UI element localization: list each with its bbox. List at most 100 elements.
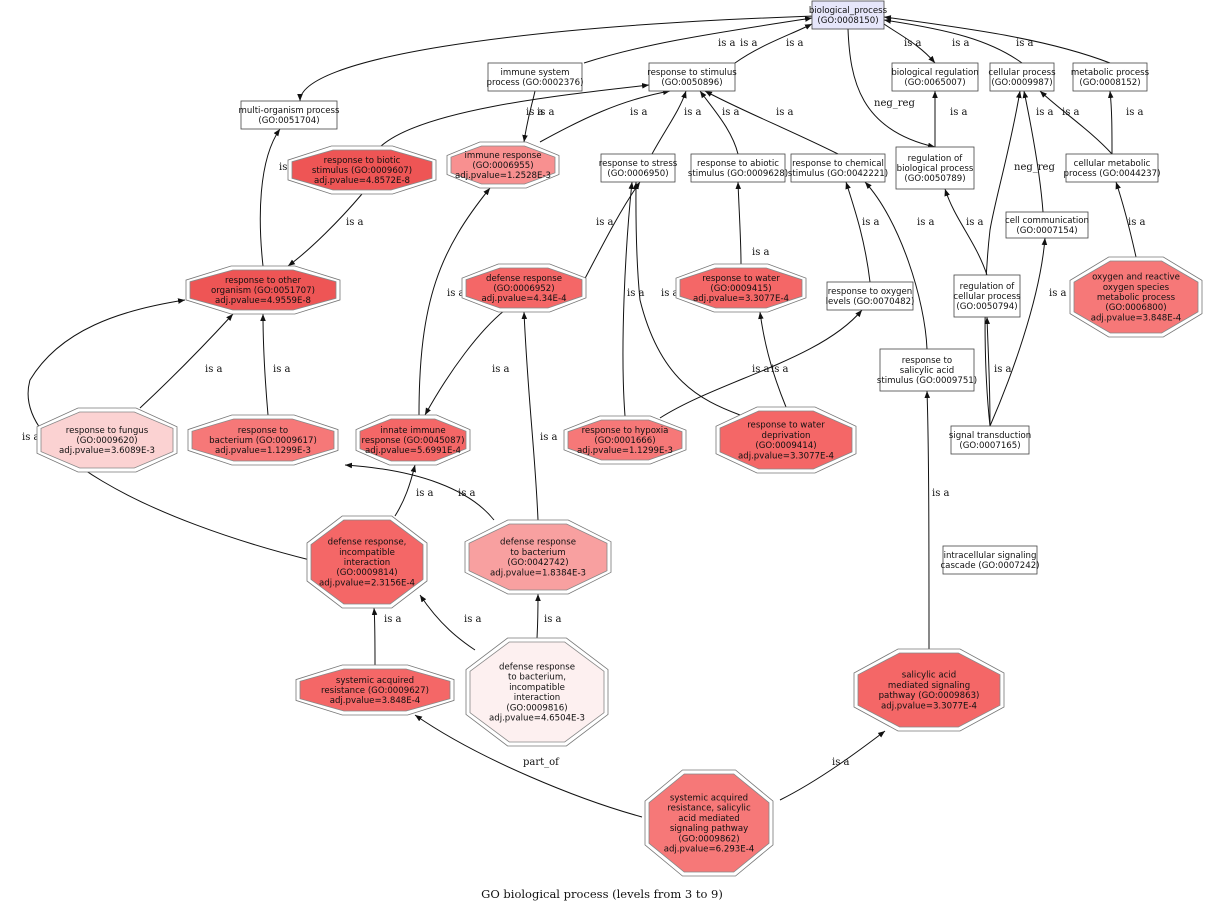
node-label-line: (GO:0008150) [817, 16, 878, 26]
node-label-line: biological_process [809, 6, 888, 16]
edge-label: is a [786, 38, 804, 49]
edge-label: is a [862, 217, 880, 228]
edge-e24: is a [944, 188, 988, 276]
edge-label: is a [740, 38, 758, 49]
node-label-line: (GO:0009816) [506, 703, 567, 713]
go-term-node-rstim[interactable]: response to stimulus(GO:0050896) [647, 62, 737, 92]
edge-e40: is a [371, 607, 402, 666]
node-label-line: innate immune [380, 426, 445, 436]
edge-label: is a [966, 217, 984, 228]
node-label-line: response to chemical [792, 159, 884, 169]
go-term-node-rhyp[interactable]: response to hypoxia(GO:0001666)adj.pvalu… [563, 415, 687, 465]
node-label-line: (GO:0007165) [959, 441, 1020, 451]
edge-e22: is a [735, 181, 770, 265]
node-octagon-fill [648, 773, 770, 873]
node-label-line: response to [902, 356, 952, 366]
edge-label: is a [596, 217, 614, 228]
go-term-node-cproc[interactable]: cellular process(GO:0009987) [988, 62, 1056, 92]
node-label-line: adj.pvalue=3.3077E-4 [738, 451, 834, 461]
go-term-node-rwdep[interactable]: response to waterdeprivation(GO:0009414)… [715, 406, 857, 474]
node-label-line: response to abiotic [697, 159, 779, 169]
node-box [600, 153, 676, 183]
edge-e37: is a [394, 464, 434, 517]
edge-line [651, 90, 687, 155]
node-octagon-fill [359, 418, 467, 462]
go-term-node-rstress[interactable]: response to stress(GO:0006950) [599, 153, 678, 183]
go-term-node-mproc[interactable]: metabolic process(GO:0008152) [1071, 62, 1150, 92]
edge-line [260, 313, 269, 416]
node-label-line: pathway (GO:0009863) [879, 691, 980, 701]
edge-line [522, 90, 536, 143]
node-box [891, 62, 979, 92]
edge-e4: is a [883, 23, 936, 64]
edge-e30: is a [622, 181, 645, 417]
edge-label: is a [661, 288, 679, 299]
node-box [648, 62, 736, 92]
edge-line [394, 464, 417, 517]
node-label-line: to bacterium [510, 548, 565, 558]
go-term-node-rfung[interactable]: response to fungus(GO:0009620)adj.pvalue… [36, 407, 178, 473]
node-box [790, 153, 886, 183]
go-term-node-rwater[interactable]: response to water(GO:0009415)adj.pvalue=… [675, 263, 807, 313]
edge-label: is a [1036, 107, 1054, 118]
edge-label: is a [952, 38, 970, 49]
go-term-node-defr[interactable]: defense response(GO:0006952)adj.pvalue=4… [461, 263, 587, 313]
node-label-line: levels (GO:0070482) [826, 297, 915, 307]
node-label-line: adj.pvalue=1.1299E-3 [215, 446, 311, 456]
edge-e21: is a [579, 181, 641, 289]
edge-label: is a [630, 107, 648, 118]
go-term-node-morg[interactable]: multi-organism process(GO:0051704) [238, 100, 340, 130]
node-label-line: stimulus (GO:0042221) [788, 169, 888, 179]
edge-e7: neg_reg [847, 28, 936, 149]
node-octagon-fill [189, 269, 337, 311]
edge-label: is a [752, 364, 770, 375]
go-term-node-drinc[interactable]: defense response,incompatibleinteraction… [306, 515, 428, 609]
go-term-node-sigtr[interactable]: signal transduction(GO:0007165) [949, 425, 1031, 455]
edge-line [1107, 90, 1114, 155]
go-term-node-breg[interactable]: biological regulation(GO:0065007) [891, 62, 979, 92]
node-octagon-fill [567, 419, 683, 461]
node-label-line: adj.pvalue=3.3077E-4 [881, 701, 977, 711]
node-label-line: regulation of [908, 154, 964, 164]
node-label-line: incompatible [339, 548, 395, 558]
go-term-node-bp[interactable]: biological_process(GO:0008150) [809, 0, 888, 30]
node-box [953, 274, 1021, 318]
go-term-node-ccomm[interactable]: cell communication(GO:0007154) [1005, 211, 1089, 239]
go-term-node-immr[interactable]: immune response(GO:0006955)adj.pvalue=1.… [446, 141, 560, 189]
edge-e20: is a [424, 309, 510, 416]
node-label-line: (GO:0009620) [76, 436, 137, 446]
edge-line [297, 14, 849, 102]
edge-line [779, 730, 886, 801]
edge-line [414, 714, 643, 818]
node-octagon-fill [719, 410, 853, 470]
edge-e3: is a [734, 23, 813, 64]
node-label-line: (GO:0065007) [904, 78, 965, 88]
node-label-line: resistance, salicylic [667, 804, 751, 814]
edge-label: is a [384, 614, 402, 625]
edge-line [622, 181, 635, 417]
node-label-line: systemic acquired [670, 794, 748, 804]
edge-line [659, 309, 863, 419]
edge-label: is a [776, 107, 794, 118]
